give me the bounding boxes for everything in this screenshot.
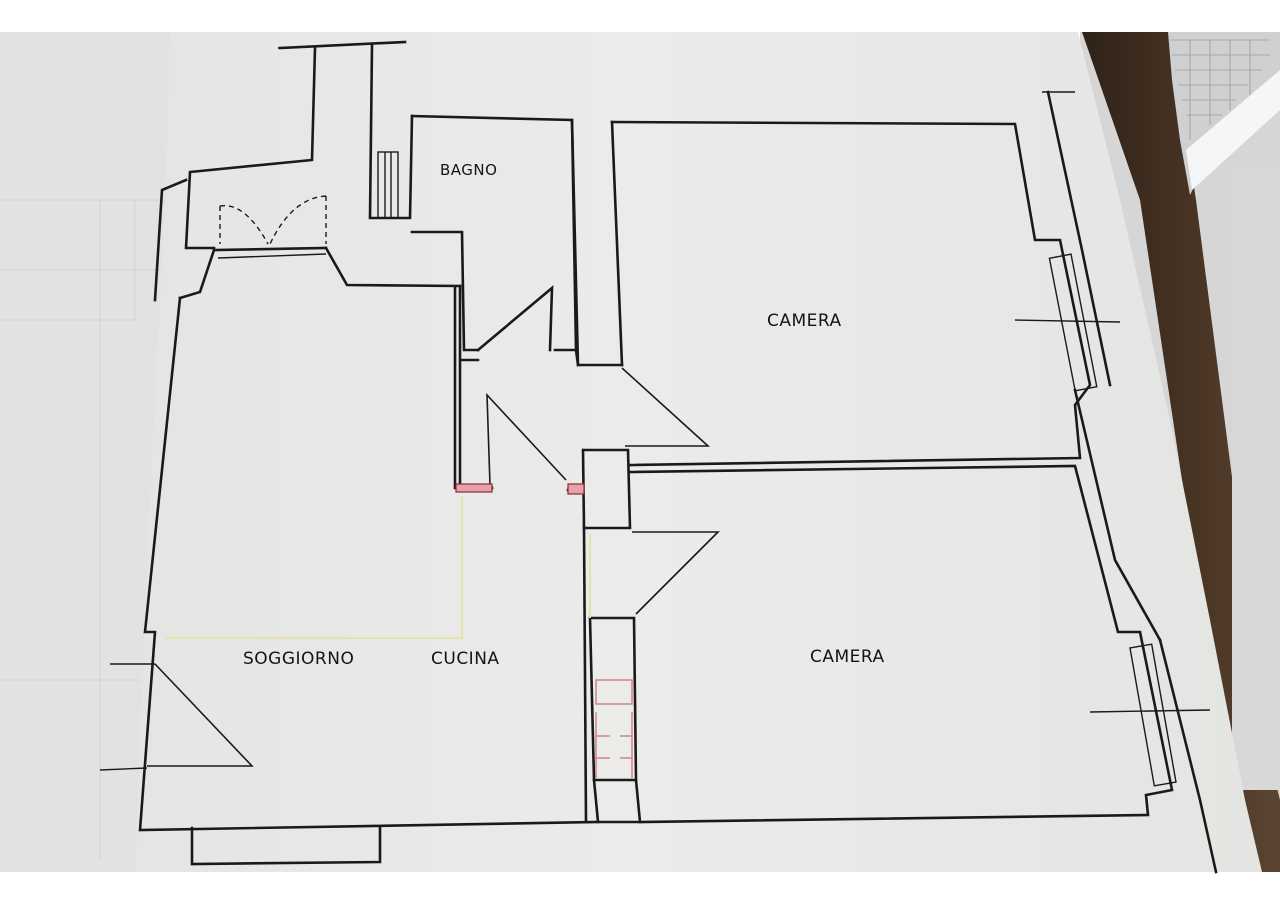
room-label-cucina: CUCINA [431,649,500,669]
door-corridor-living [486,392,567,486]
room-label-bagno: BAGNO [440,161,497,179]
dark-background-edge [1082,32,1280,872]
window-bedroom-1 [1048,253,1098,392]
wall-shaft-base [592,778,642,824]
wall-outer-east-bottom [1158,638,1218,874]
door-bathroom [476,285,554,352]
window-grid [1170,39,1270,140]
entry-door-arc-left [219,204,269,245]
door-bedroom-1 [621,367,711,447]
wall-outer-east-top [1046,90,1112,387]
wall-chimney-block [581,448,632,530]
entry-threshold-2 [217,253,327,259]
balcony-bottom [190,824,382,866]
bottom-margin [0,872,1280,904]
red-mark-shaft-lines [595,712,633,778]
red-mark-corridor-2 [567,483,585,495]
wall-bedroom-1 [610,120,1092,467]
wall-entry-step-left [178,248,216,300]
wall-living-outer [138,296,600,832]
room-label-camera-bottom: CAMERA [810,647,885,667]
room-label-soggiorno: SOGGIORNO [243,649,354,669]
kitchen-outline [165,496,463,639]
red-mark-corridor [455,483,493,493]
wall-bathroom-inner [410,230,480,352]
room-label-camera-top: CAMERA [767,311,842,331]
door-bedroom-2 [632,531,720,615]
wall-outer-northwest [153,178,188,302]
window-entry [377,151,399,219]
top-margin [0,0,1280,32]
wall-outer-east-mid [1073,388,1162,642]
wall-entry-left [184,46,317,250]
window-axis-1 [1014,319,1121,323]
window-axis-2 [1089,709,1211,713]
wall-entry-step-right [324,246,462,288]
paper-left-fold [0,32,170,872]
paper-faint-lines [0,199,165,860]
wall-bedroom-1-west [610,120,624,367]
window-bedroom-2 [1129,643,1177,787]
wall-stub-left-2 [99,767,148,771]
window-glare [1186,70,1280,190]
entry-door-arc-right [269,195,327,245]
background-wall-right [1232,170,1280,790]
wall-kitchen-east [582,526,588,824]
paper-sheet [0,32,1262,872]
door-living-entrance [147,663,254,767]
entry-threshold [212,246,328,252]
red-mark-shaft [595,679,633,705]
wall-stub-2 [574,348,580,367]
balcony-dashes [277,41,406,49]
